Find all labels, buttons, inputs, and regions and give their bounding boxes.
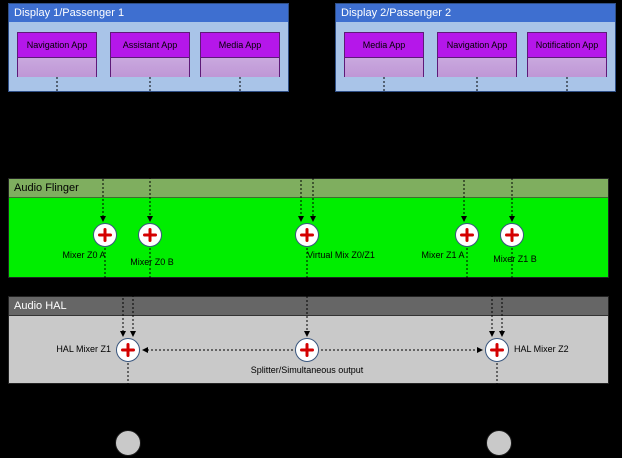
app-d1-media: Media App bbox=[200, 32, 280, 77]
plus-icon bbox=[139, 224, 161, 246]
app-d1-navigation: Navigation App bbox=[17, 32, 97, 77]
display-2-panel: Display 2/Passenger 2 Media App Navigati… bbox=[335, 3, 616, 92]
app-d2-notification-body bbox=[528, 58, 606, 77]
speaker-right bbox=[486, 430, 512, 456]
virtual-mix-label: Virtual Mix Z0/Z1 bbox=[307, 250, 375, 260]
display-1-panel: Display 1/Passenger 1 Navigation App Ass… bbox=[8, 3, 289, 92]
plus-icon bbox=[296, 224, 318, 246]
virtual-mix-node bbox=[295, 223, 319, 247]
mixer-z0b-node bbox=[138, 223, 162, 247]
connector-mixer-z1b-to-hal-z2 bbox=[499, 248, 513, 337]
app-d2-media: Media App bbox=[344, 32, 424, 77]
splitter-label: Splitter/Simultaneous output bbox=[250, 365, 364, 375]
app-d1-navigation-label: Navigation App bbox=[18, 33, 96, 58]
plus-icon bbox=[456, 224, 478, 246]
app-d1-media-body bbox=[201, 58, 279, 77]
connector-mixer-z0b-to-hal-z1 bbox=[130, 248, 151, 337]
mixer-z0a-node bbox=[93, 223, 117, 247]
connector-d2-notification-to-mixer-z1b bbox=[509, 77, 568, 222]
app-d2-navigation-label: Navigation App bbox=[438, 33, 516, 58]
app-d2-notification-label: Notification App bbox=[528, 33, 606, 58]
app-d2-notification: Notification App bbox=[527, 32, 607, 77]
plus-icon bbox=[117, 339, 139, 361]
app-d2-navigation: Navigation App bbox=[437, 32, 517, 77]
hal-mixer-z2-label: HAL Mixer Z2 bbox=[514, 344, 569, 354]
plus-icon bbox=[296, 339, 318, 361]
mixer-z0b-label: Mixer Z0 B bbox=[130, 257, 174, 267]
display-1-title: Display 1/Passenger 1 bbox=[9, 4, 288, 22]
hal-mixer-z1-label: HAL Mixer Z1 bbox=[56, 344, 111, 354]
connector-mixer-z0a-to-hal-z1 bbox=[104, 248, 126, 337]
connector-d2-media-to-virtual-mix bbox=[310, 77, 385, 222]
connector-d1-nav-to-mixer-z0a bbox=[56, 77, 106, 222]
app-d1-assistant-body bbox=[111, 58, 189, 77]
display-2-title: Display 2/Passenger 2 bbox=[336, 4, 615, 22]
connector-mixer-z1a-to-hal-z2 bbox=[466, 248, 495, 337]
app-d2-media-body bbox=[345, 58, 423, 77]
mixer-z1b-label: Mixer Z1 B bbox=[493, 254, 537, 264]
app-d1-assistant-label: Assistant App bbox=[111, 33, 189, 58]
mixer-z0a-label: Mixer Z0 A bbox=[62, 250, 106, 260]
plus-icon bbox=[486, 339, 508, 361]
plus-icon bbox=[501, 224, 523, 246]
app-d1-assistant: Assistant App bbox=[110, 32, 190, 77]
connector-d1-media-to-virtual-mix bbox=[239, 77, 304, 222]
hal-mixer-z2-node bbox=[485, 338, 509, 362]
speaker-left bbox=[115, 430, 141, 456]
app-d2-media-label: Media App bbox=[345, 33, 423, 58]
mixer-z1a-label: Mixer Z1 A bbox=[421, 250, 465, 260]
app-d1-navigation-body bbox=[18, 58, 96, 77]
audio-hal-title: Audio HAL bbox=[9, 297, 608, 316]
mixer-z1b-node bbox=[500, 223, 524, 247]
splitter-node bbox=[295, 338, 319, 362]
connector-d2-nav-to-mixer-z1a bbox=[461, 77, 478, 222]
mixer-z1a-node bbox=[455, 223, 479, 247]
audio-flinger-title: Audio Flinger bbox=[9, 179, 608, 198]
app-d2-navigation-body bbox=[438, 58, 516, 77]
app-d1-media-label: Media App bbox=[201, 33, 279, 58]
plus-icon bbox=[94, 224, 116, 246]
hal-mixer-z1-node bbox=[116, 338, 140, 362]
